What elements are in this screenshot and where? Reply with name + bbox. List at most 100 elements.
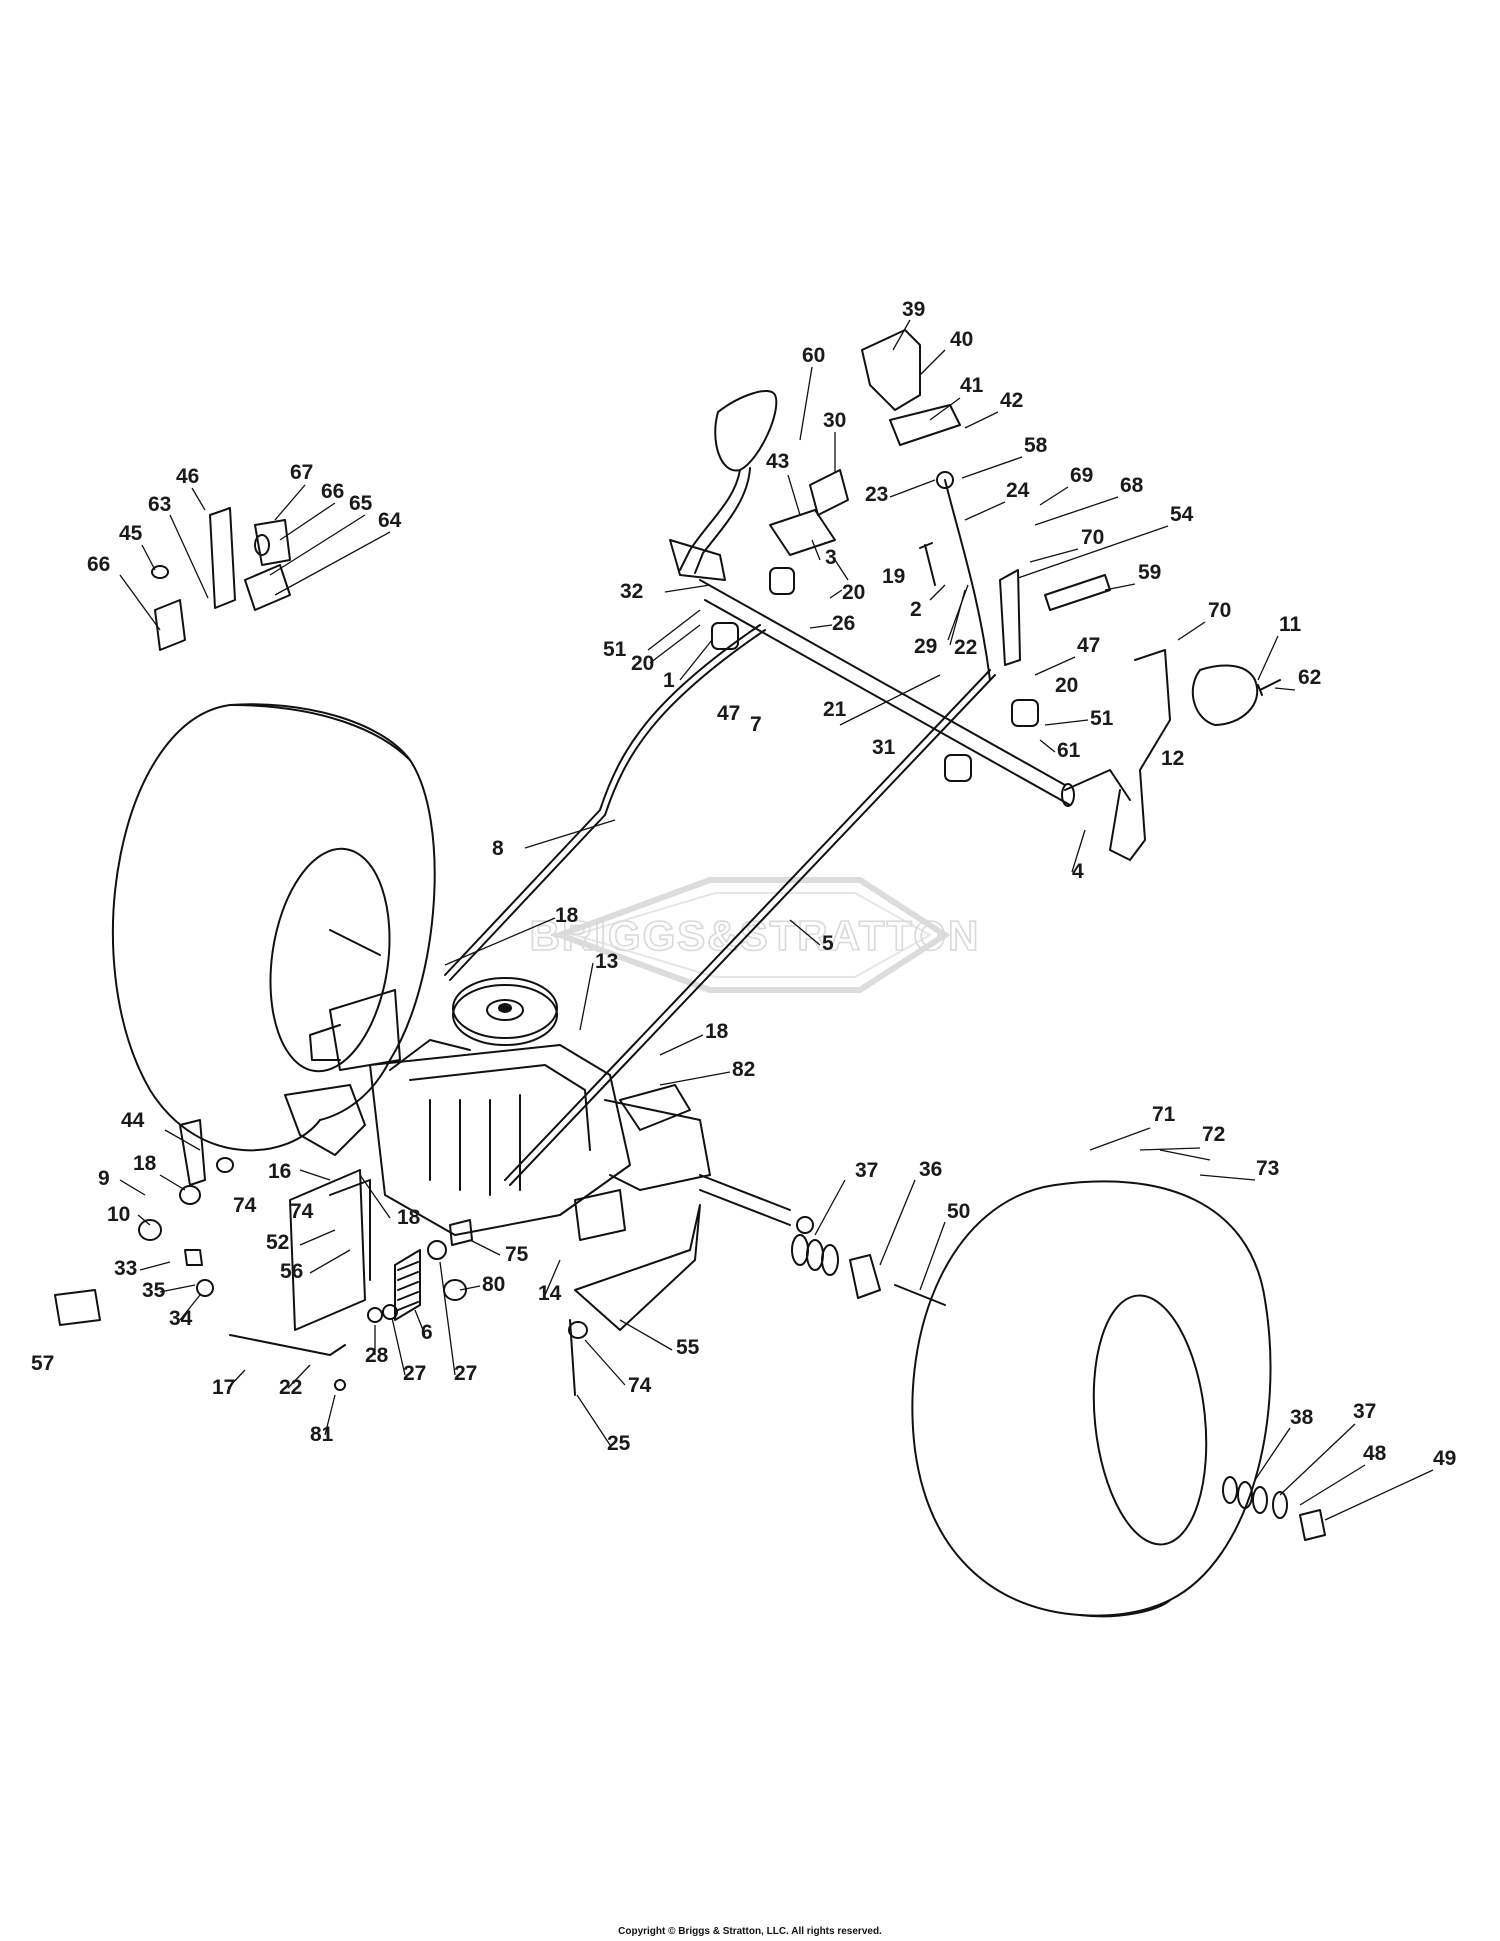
part-label: 49 bbox=[1433, 1447, 1456, 1470]
part-label: 74 bbox=[628, 1374, 652, 1397]
part-label: 81 bbox=[310, 1423, 334, 1446]
part-label: 66 bbox=[87, 553, 110, 576]
part-label: 70 bbox=[1081, 526, 1104, 549]
brake-pedal bbox=[669, 390, 778, 581]
part-label: 52 bbox=[266, 1231, 289, 1254]
part-label: 69 bbox=[1070, 464, 1093, 487]
bracket-54 bbox=[999, 569, 1021, 666]
decal-57 bbox=[54, 1289, 101, 1326]
part-label: 4 bbox=[1072, 860, 1084, 883]
bushing-right bbox=[1011, 699, 1039, 727]
spring-6 bbox=[394, 1249, 421, 1321]
part-label: 23 bbox=[865, 483, 888, 506]
rod-24 bbox=[944, 479, 991, 681]
bracket-55 bbox=[574, 1204, 701, 1331]
part-label: 55 bbox=[676, 1336, 700, 1359]
right-bracket bbox=[619, 1084, 691, 1131]
part-labels: 39 40 60 41 42 30 58 43 23 24 69 68 54 3… bbox=[31, 298, 1456, 1470]
part-label: 24 bbox=[1006, 479, 1030, 502]
part-label: 37 bbox=[855, 1159, 878, 1182]
part-label: 39 bbox=[902, 298, 925, 321]
part-label: 21 bbox=[823, 698, 847, 721]
part-label: 20 bbox=[631, 652, 654, 675]
part-label: 32 bbox=[620, 580, 643, 603]
part-label: 68 bbox=[1120, 474, 1144, 497]
part-label: 63 bbox=[148, 493, 171, 516]
part-label: 60 bbox=[802, 344, 825, 367]
rear-axle bbox=[699, 1174, 814, 1234]
bolt-62 bbox=[1257, 679, 1281, 696]
part-label: 31 bbox=[872, 736, 896, 759]
rod-5 bbox=[504, 669, 991, 1181]
part-label: 45 bbox=[119, 522, 143, 545]
part-label: 72 bbox=[1202, 1123, 1225, 1146]
part-label: 7 bbox=[750, 713, 762, 736]
pulley bbox=[452, 977, 558, 1046]
part-label: 14 bbox=[538, 1282, 562, 1305]
part-label: 58 bbox=[1024, 434, 1048, 457]
left-bracket bbox=[284, 1084, 366, 1156]
part-label: 17 bbox=[212, 1376, 235, 1399]
part-label: 50 bbox=[947, 1200, 970, 1223]
cap-49 bbox=[1299, 1509, 1326, 1541]
forward-pedal bbox=[1064, 649, 1259, 861]
part-label: 71 bbox=[1152, 1103, 1176, 1126]
part-label: 11 bbox=[1279, 613, 1302, 636]
part-label: 56 bbox=[280, 1260, 303, 1283]
part-label: 36 bbox=[919, 1158, 942, 1181]
part-label: 2 bbox=[910, 598, 922, 621]
switch-cluster bbox=[151, 507, 291, 651]
part-label: 13 bbox=[595, 950, 618, 973]
bolt-25 bbox=[569, 1319, 576, 1396]
part-label: 5 bbox=[822, 932, 834, 955]
brand-watermark: BRIGGS&STRATTON bbox=[529, 877, 979, 993]
part-label: 18 bbox=[705, 1020, 729, 1043]
key-50 bbox=[894, 1284, 946, 1306]
plate-41 bbox=[889, 404, 961, 446]
part-label: 61 bbox=[1057, 739, 1081, 762]
part-label: 41 bbox=[960, 374, 984, 397]
bushing-1 bbox=[711, 622, 739, 650]
part-label: 26 bbox=[832, 612, 855, 635]
part-label: 37 bbox=[1353, 1400, 1376, 1423]
part-label: 29 bbox=[914, 635, 937, 658]
transaxle bbox=[309, 989, 711, 1236]
part-label: 47 bbox=[1077, 634, 1100, 657]
part-label: 51 bbox=[1090, 707, 1114, 730]
part-label: 57 bbox=[31, 1352, 54, 1375]
part-label: 75 bbox=[505, 1243, 529, 1266]
part-label: 64 bbox=[378, 509, 402, 532]
part-label: 74 bbox=[233, 1194, 257, 1217]
part-label: 33 bbox=[114, 1257, 137, 1280]
part-label: 42 bbox=[1000, 389, 1023, 412]
bushing-upper bbox=[769, 567, 795, 595]
bolt-19 bbox=[919, 542, 936, 586]
part-label: 65 bbox=[349, 492, 373, 515]
part-label: 20 bbox=[842, 581, 865, 604]
part-label: 46 bbox=[176, 465, 199, 488]
part-label: 27 bbox=[403, 1362, 426, 1385]
part-label: 74 bbox=[290, 1200, 314, 1223]
part-label: 20 bbox=[1055, 674, 1078, 697]
part-label: 73 bbox=[1256, 1157, 1279, 1180]
part-label: 54 bbox=[1170, 503, 1194, 526]
part-label: 1 bbox=[663, 669, 675, 692]
part-label: 48 bbox=[1363, 1442, 1387, 1465]
left-tire bbox=[111, 703, 436, 1152]
part-label: 10 bbox=[107, 1203, 130, 1226]
part-label: 16 bbox=[268, 1160, 291, 1183]
part-label: 80 bbox=[482, 1273, 505, 1296]
part-label: 30 bbox=[823, 409, 846, 432]
part-label: 12 bbox=[1161, 747, 1184, 770]
part-label: 18 bbox=[555, 904, 579, 927]
spacer-36 bbox=[849, 1254, 881, 1299]
part-label: 40 bbox=[950, 328, 973, 351]
plate-59 bbox=[1044, 574, 1111, 611]
part-label: 62 bbox=[1298, 666, 1321, 689]
knob-39 bbox=[861, 329, 921, 411]
part-label: 44 bbox=[121, 1109, 145, 1132]
part-label: 35 bbox=[142, 1279, 166, 1302]
part-label: 59 bbox=[1138, 561, 1161, 584]
bushing-lower bbox=[944, 754, 972, 782]
